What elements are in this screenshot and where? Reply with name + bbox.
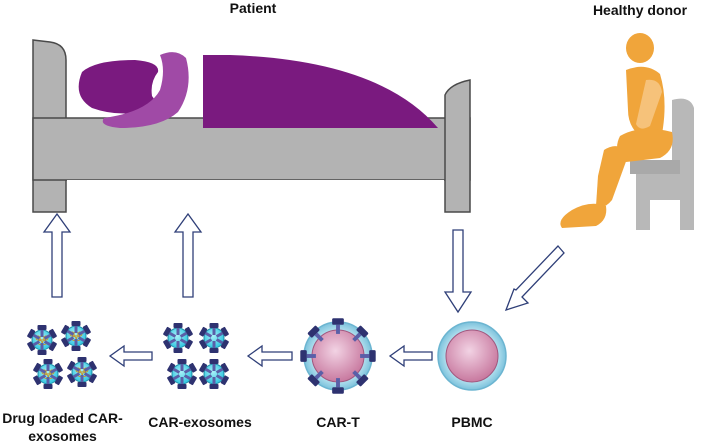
patient-figure-icon — [78, 52, 438, 128]
drug-loaded-label-line2: exosomes — [28, 428, 97, 444]
car-exosomes-label: CAR-exosomes — [148, 414, 252, 430]
arrow-left-exosomes — [108, 344, 153, 368]
car-exosomes-icon — [163, 323, 229, 389]
arrow-left-pbmc — [388, 344, 433, 368]
healthy-donor-label: Healthy donor — [592, 2, 688, 18]
hospital-bed-icon — [32, 39, 471, 213]
patient-label: Patient — [229, 0, 277, 16]
arrow-up-middle — [173, 212, 203, 298]
arrow-up-left — [42, 212, 72, 298]
chair-icon — [630, 98, 694, 230]
arrow-diagonal-donor — [504, 245, 565, 312]
car-t-label: CAR-T — [316, 414, 360, 430]
drug-loaded-exosomes-icon — [27, 321, 97, 389]
arrow-down-bed — [443, 229, 473, 314]
arrow-left-cart — [246, 344, 293, 368]
car-t-cell-icon — [300, 318, 376, 394]
pbmc-label: PBMC — [451, 414, 493, 430]
drug-loaded-label-line1: Drug loaded CAR- — [2, 410, 123, 426]
pbmc-cell-icon — [437, 321, 507, 391]
seated-person-icon — [560, 33, 694, 230]
